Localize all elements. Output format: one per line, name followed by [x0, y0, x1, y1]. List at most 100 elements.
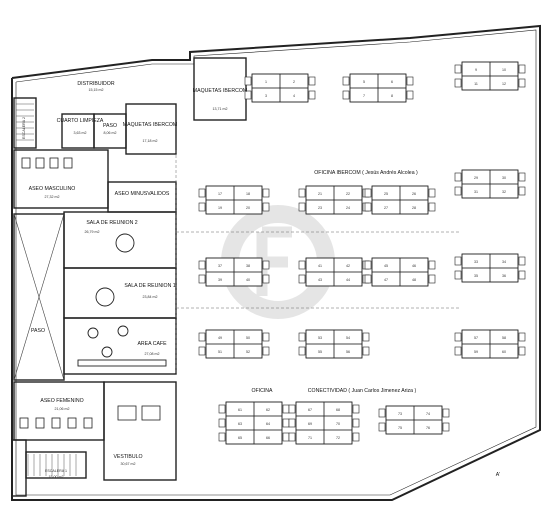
- toilet-fixtures: [19, 157, 161, 429]
- desk-number: 55: [318, 350, 322, 354]
- desk: [279, 87, 309, 103]
- chair: [518, 186, 526, 196]
- cuarto-limpieza-area: 3,63 m2: [74, 131, 87, 135]
- chair: [198, 188, 206, 198]
- chair: [352, 432, 360, 442]
- chair: [282, 418, 290, 428]
- desk: [399, 271, 429, 287]
- desk-number: 34: [502, 260, 506, 264]
- desk-number: 43: [318, 278, 322, 282]
- chair: [342, 76, 350, 86]
- desk: [489, 267, 519, 283]
- desk-number: 40: [246, 278, 250, 282]
- desk: [333, 271, 363, 287]
- desk-number: 38: [246, 264, 250, 268]
- chair: [454, 256, 462, 266]
- desk: [399, 199, 429, 215]
- desk-number: 9: [475, 68, 477, 72]
- chair: [198, 346, 206, 356]
- chair: [454, 270, 462, 280]
- chair: [518, 332, 526, 342]
- desk-number: 23: [318, 206, 322, 210]
- chair: [428, 274, 436, 284]
- desk-number: 25: [384, 192, 388, 196]
- desk-number: 69: [308, 422, 312, 426]
- chair: [262, 346, 270, 356]
- desk-number: 74: [426, 412, 430, 416]
- paso-left-label: PASO: [31, 328, 45, 334]
- chair: [298, 188, 306, 198]
- maquetas-2-label: MAQUETAS IBERCOM: [193, 88, 247, 94]
- stair-treads: [16, 103, 77, 476]
- chair: [288, 418, 296, 428]
- desk: [233, 271, 263, 287]
- desk-number: 54: [346, 336, 350, 340]
- escalera-1-label: ESCALERA 1: [45, 469, 67, 473]
- desk-number: 72: [336, 436, 340, 440]
- sala-reunion-2-area: 26,79 m2: [85, 230, 100, 234]
- chair: [198, 274, 206, 284]
- desk: [253, 429, 283, 445]
- desk-number: 39: [218, 278, 222, 282]
- chair: [262, 332, 270, 342]
- desk: [489, 343, 519, 359]
- desk-number: 60: [502, 350, 506, 354]
- desk-number: 48: [412, 278, 416, 282]
- chair: [364, 188, 372, 198]
- meeting-tables: [77, 233, 167, 367]
- aseo-femenino-label: ASEO FEMENINO: [40, 398, 83, 404]
- chair: [262, 188, 270, 198]
- oficina-ibercom-label: OFICINA IBERCOM ( Jesús Andrés Alcolea ): [314, 170, 418, 176]
- escalera-2-label: ESCALERA 2: [22, 117, 26, 139]
- aseo-minusvalidos-label: ASEO MINUSVALIDOS: [115, 191, 170, 197]
- desk: [323, 429, 353, 445]
- chair: [198, 260, 206, 270]
- outer-walls: [11, 24, 541, 501]
- desk-number: 17: [218, 192, 222, 196]
- chair: [288, 404, 296, 414]
- chair: [298, 332, 306, 342]
- desk-number: 58: [502, 336, 506, 340]
- chair: [518, 346, 526, 356]
- chair: [428, 202, 436, 212]
- chair: [288, 432, 296, 442]
- desk-number: 44: [346, 278, 350, 282]
- desk-number: 32: [502, 190, 506, 194]
- desk-number: 31: [474, 190, 478, 194]
- desk: [377, 87, 407, 103]
- area-cafe-label: AREA CAFE: [137, 341, 167, 347]
- chair: [218, 404, 226, 414]
- escalera-1-area: 15,00 m2: [49, 475, 64, 479]
- chair: [262, 202, 270, 212]
- paso-cross: [13, 213, 65, 381]
- chair: [218, 432, 226, 442]
- chair: [454, 172, 462, 182]
- paso-top-area: 8,06 m2: [104, 131, 117, 135]
- chair: [364, 260, 372, 270]
- chair: [218, 418, 226, 428]
- desk-number: 51: [218, 350, 222, 354]
- desk-number: 53: [318, 336, 322, 340]
- desk-number: 41: [318, 264, 322, 268]
- chair: [518, 172, 526, 182]
- chair: [262, 274, 270, 284]
- desk-number: 52: [246, 350, 250, 354]
- vestibulo-area: 30,67 m2: [121, 462, 136, 466]
- desk-number: 62: [266, 408, 270, 412]
- chair: [282, 432, 290, 442]
- desk-number: 27: [384, 206, 388, 210]
- chair: [262, 260, 270, 270]
- desk-number: 18: [246, 192, 250, 196]
- desk-number: 29: [474, 176, 478, 180]
- distribuidor-label: DISTRIBUIDOR: [77, 81, 114, 87]
- desk-number: 59: [474, 350, 478, 354]
- chair: [244, 76, 252, 86]
- desk: [489, 75, 519, 91]
- sala-reunion-1-label: SALA DE REUNION 1: [124, 283, 175, 289]
- desk-number: 11: [474, 82, 478, 86]
- desk-number: 26: [412, 192, 416, 196]
- cuarto-limpieza-label: CUARTO LIMPIEZA: [57, 118, 104, 124]
- desk-number: 61: [238, 408, 242, 412]
- chair: [518, 64, 526, 74]
